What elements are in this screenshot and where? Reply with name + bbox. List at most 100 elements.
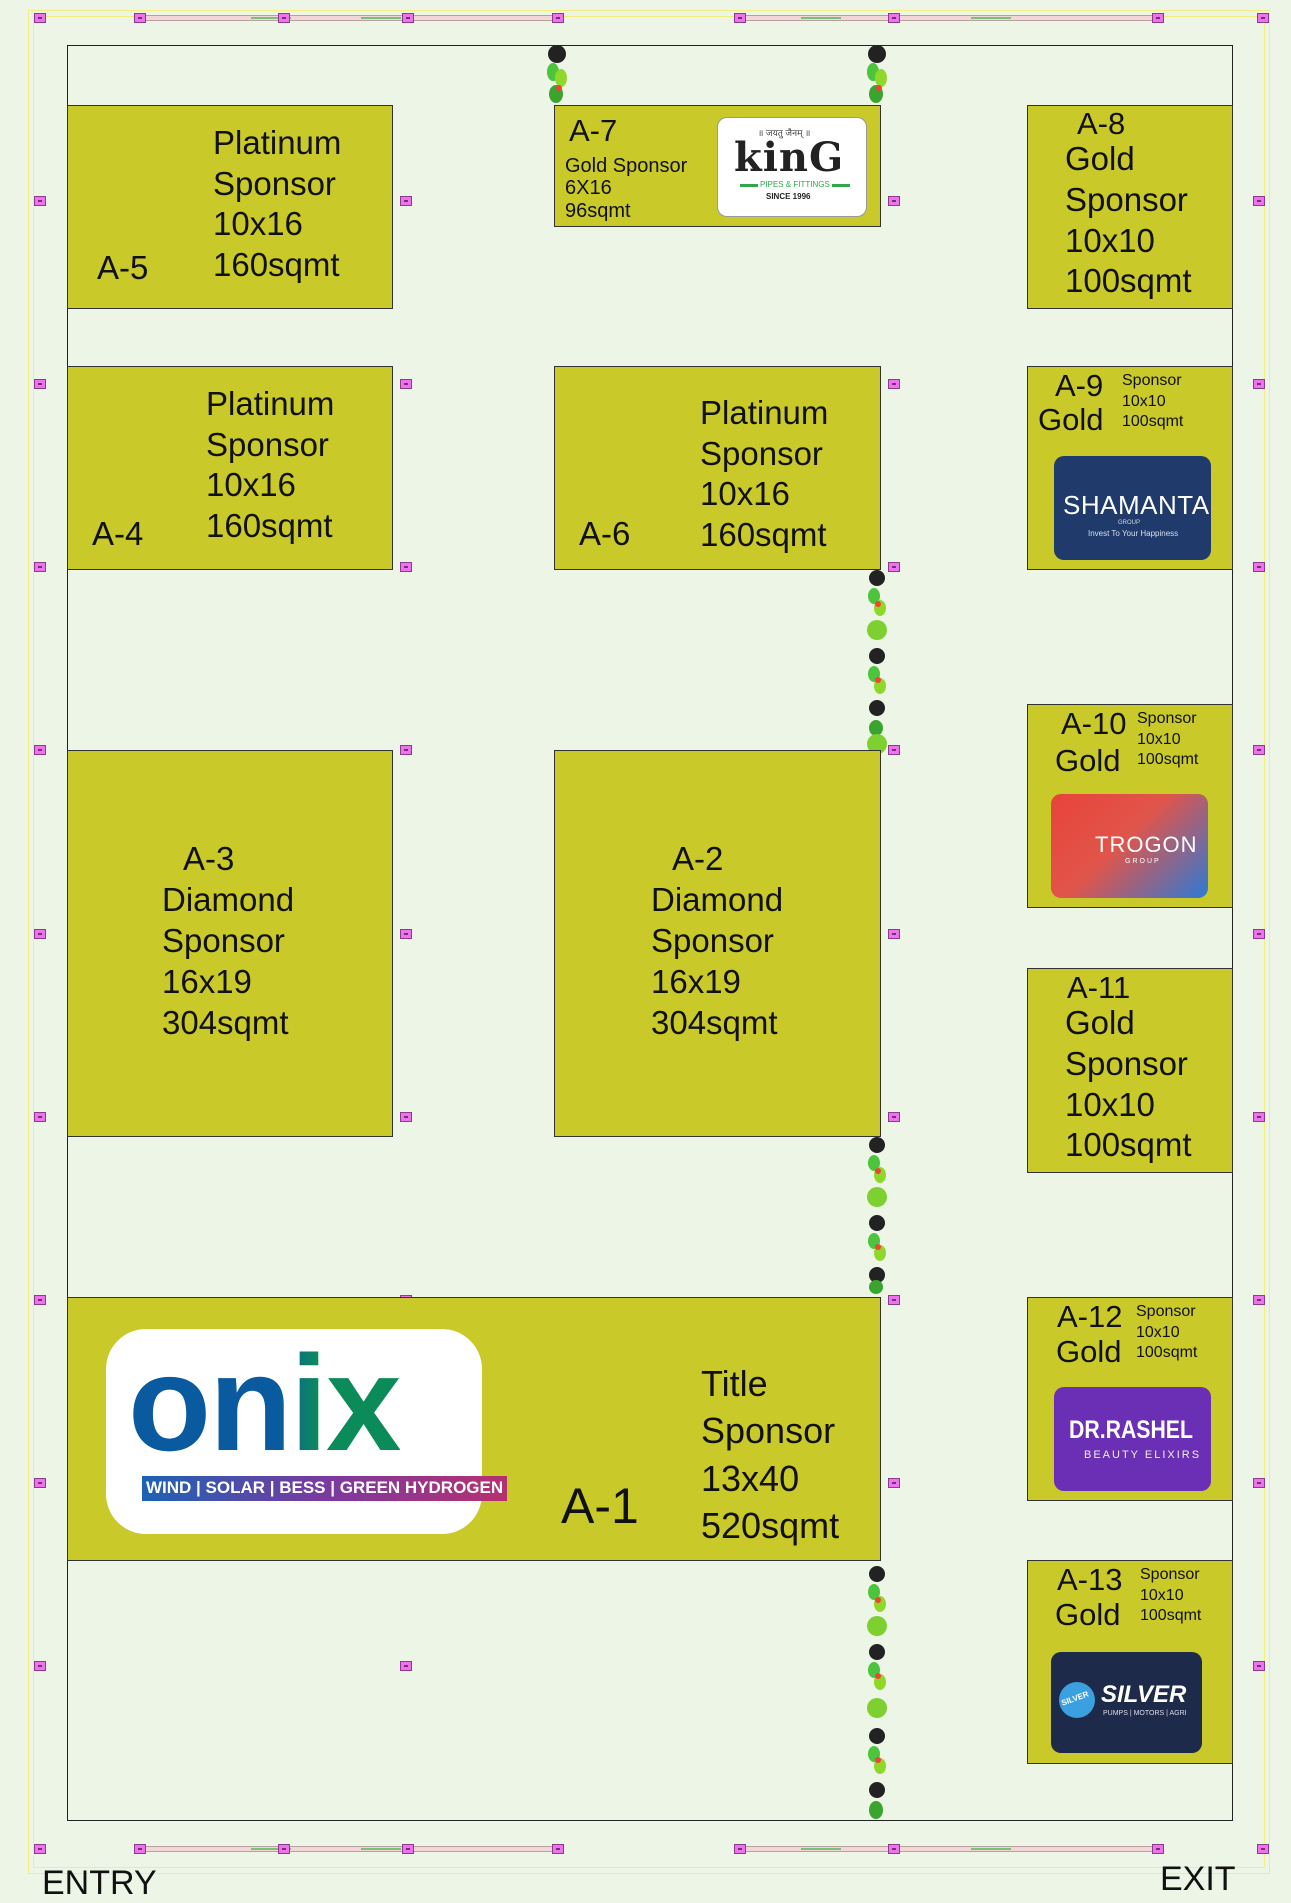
booth-a6-line: Sponsor xyxy=(700,435,823,472)
booth-a12[interactable]: A-12 Gold Sponsor 10x10 100sqmt DR.RASHE… xyxy=(1027,1297,1233,1501)
booth-a8-line: 100sqmt xyxy=(1065,262,1192,299)
post xyxy=(1253,1295,1265,1305)
post xyxy=(888,929,900,939)
post xyxy=(34,745,46,755)
silver-logo: SILVER SILVER PUMPS | MOTORS | AGRI xyxy=(1051,1652,1202,1753)
booth-a10-side: 100sqmt xyxy=(1137,751,1199,768)
booth-a3-line: 16x19 xyxy=(162,963,252,1000)
barrier-rail-bottom-right xyxy=(740,1846,1160,1852)
booth-a8[interactable]: A-8 Gold Sponsor 10x10 100sqmt xyxy=(1027,105,1233,309)
post xyxy=(1253,196,1265,206)
booth-a5-line: Sponsor xyxy=(213,165,336,202)
post xyxy=(400,929,412,939)
booth-a4-line: Platinum xyxy=(206,385,335,422)
booth-a7-line: 96sqmt xyxy=(565,200,631,222)
booth-a7[interactable]: A-7 Gold Sponsor 6X16 96sqmt ॥ जयतु जैनम… xyxy=(554,105,881,227)
post xyxy=(400,1112,412,1122)
king-logo-motto: ॥ जयतु जैनम् ॥ xyxy=(758,128,811,138)
booth-a9-side: 100sqmt xyxy=(1122,413,1184,430)
post xyxy=(1253,929,1265,939)
booth-a11-id: A-11 xyxy=(1067,970,1131,1005)
post xyxy=(1253,1478,1265,1488)
post xyxy=(34,1844,46,1854)
booth-a1-line: Sponsor xyxy=(701,1410,836,1451)
post xyxy=(888,562,900,572)
king-logo-since: SINCE 1996 xyxy=(766,192,811,201)
booth-a4[interactable]: Platinum Sponsor 10x16 160sqmt A-4 xyxy=(67,366,393,570)
booth-a8-id: A-8 xyxy=(1077,106,1126,141)
booth-a12-side: 100sqmt xyxy=(1136,1344,1198,1361)
trogon-logo: TROGON GROUP xyxy=(1051,794,1208,898)
shamanta-logo-tagline: Invest To Your Happiness xyxy=(1088,529,1179,538)
plant-decoration-icon xyxy=(864,1135,890,1295)
post xyxy=(278,1844,290,1854)
booth-a7-line: 6X16 xyxy=(565,177,612,199)
booth-a3[interactable]: A-3 Diamond Sponsor 16x19 304sqmt xyxy=(67,750,393,1137)
post xyxy=(34,1661,46,1671)
drrashel-logo-sub: BEAUTY ELIXIRS xyxy=(1084,1449,1202,1461)
booth-a10-tier: Gold xyxy=(1055,743,1121,778)
booth-a8-line: Gold xyxy=(1065,140,1135,177)
booth-a10-id: A-10 xyxy=(1061,706,1127,741)
post xyxy=(34,929,46,939)
booth-a13[interactable]: A-13 Gold Sponsor 10x10 100sqmt SILVER S… xyxy=(1027,1560,1233,1764)
post xyxy=(1152,13,1164,23)
booth-a5-line: 10x16 xyxy=(213,205,303,242)
post xyxy=(888,1478,900,1488)
post xyxy=(1257,13,1269,23)
booth-a11[interactable]: A-11 Gold Sponsor 10x10 100sqmt xyxy=(1027,968,1233,1173)
booth-a12-side: Sponsor xyxy=(1136,1303,1196,1320)
booth-a1-id: A-1 xyxy=(561,1478,639,1534)
booth-a2-line: 16x19 xyxy=(651,963,741,1000)
booth-a10-side: Sponsor xyxy=(1137,710,1197,727)
exit-label: EXIT xyxy=(1160,1860,1236,1898)
booth-a2-line: Diamond xyxy=(651,881,784,918)
post xyxy=(888,196,900,206)
king-logo-sub: PIPES & FITTINGS xyxy=(758,180,832,190)
plant-decoration-icon xyxy=(544,44,570,108)
drrashel-logo: DR.RASHEL BEAUTY ELIXIRS xyxy=(1054,1387,1211,1491)
booth-a13-side: 10x10 xyxy=(1140,1587,1184,1604)
booth-a9-tier: Gold xyxy=(1038,402,1104,437)
booth-a9[interactable]: A-9 Gold Sponsor 10x10 100sqmt SHAMANTA … xyxy=(1027,366,1233,570)
booth-a2-line: Sponsor xyxy=(651,922,774,959)
trogon-logo-name: TROGON xyxy=(1095,832,1198,857)
post xyxy=(34,13,46,23)
venue-outline-inner xyxy=(33,16,1265,1868)
booth-a10[interactable]: A-10 Gold Sponsor 10x10 100sqmt TROGON G… xyxy=(1027,704,1233,908)
onix-logo: onix WIND | SOLAR | BESS | GREEN HYDROGE… xyxy=(106,1327,508,1534)
booth-a1-line: 13x40 xyxy=(701,1458,800,1499)
booth-a1-line: 520sqmt xyxy=(701,1505,840,1546)
silver-logo-sub: PUMPS | MOTORS | AGRI xyxy=(1103,1710,1187,1717)
post xyxy=(1253,745,1265,755)
booth-a4-line: Sponsor xyxy=(206,426,329,463)
booth-a13-side: Sponsor xyxy=(1140,1566,1200,1583)
post xyxy=(552,1844,564,1854)
post xyxy=(1257,1844,1269,1854)
post xyxy=(400,562,412,572)
trogon-logo-group: GROUP xyxy=(1125,858,1161,865)
booth-a4-line: 160sqmt xyxy=(206,507,333,544)
booth-a6-id: A-6 xyxy=(579,515,631,552)
booth-a3-id: A-3 xyxy=(183,840,235,877)
booth-a9-id: A-9 xyxy=(1055,368,1104,403)
post xyxy=(400,379,412,389)
booth-a9-side: Sponsor xyxy=(1122,372,1182,389)
booth-a10-side: 10x10 xyxy=(1137,731,1181,748)
booth-a13-id: A-13 xyxy=(1057,1562,1123,1597)
post xyxy=(400,745,412,755)
booth-a6[interactable]: Platinum Sponsor 10x16 160sqmt A-6 xyxy=(554,366,881,570)
booth-a2[interactable]: A-2 Diamond Sponsor 16x19 304sqmt xyxy=(554,750,881,1137)
booth-a8-line: 10x10 xyxy=(1065,222,1155,259)
post xyxy=(34,562,46,572)
booth-a11-line: Gold xyxy=(1065,1004,1135,1041)
booth-a5-id: A-5 xyxy=(97,249,149,286)
booth-a7-id: A-7 xyxy=(569,113,618,148)
drrashel-logo-name: DR.RASHEL xyxy=(1069,1416,1193,1444)
booth-a5[interactable]: Platinum Sponsor 10x16 160sqmt A-5 xyxy=(67,105,393,309)
post xyxy=(402,13,414,23)
booth-a12-id: A-12 xyxy=(1057,1299,1123,1334)
booth-a1[interactable]: onix WIND | SOLAR | BESS | GREEN HYDROGE… xyxy=(67,1297,881,1561)
booth-a5-line: 160sqmt xyxy=(213,246,340,283)
post xyxy=(888,379,900,389)
